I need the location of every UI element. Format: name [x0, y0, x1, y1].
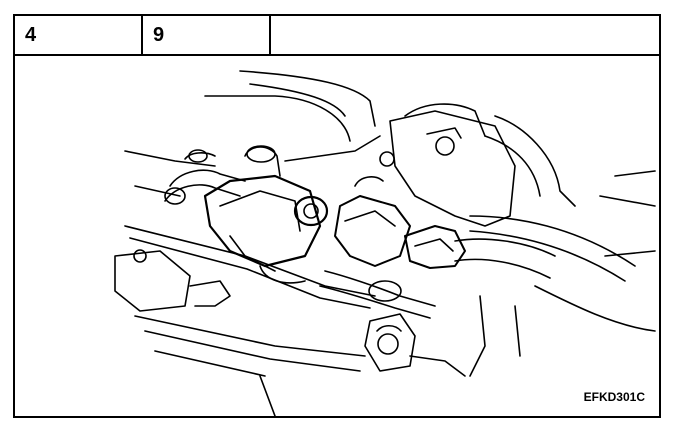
figure-frame: 4 9 — [13, 14, 661, 418]
engine-illustration: EFKD301C — [15, 56, 659, 416]
header-blank-cell — [271, 16, 659, 54]
section-number: 4 — [15, 16, 143, 54]
step-number: 9 — [143, 16, 271, 54]
header-row: 4 9 — [15, 16, 659, 56]
engine-line-drawing — [114, 70, 656, 416]
figure-code: EFKD301C — [583, 390, 645, 404]
